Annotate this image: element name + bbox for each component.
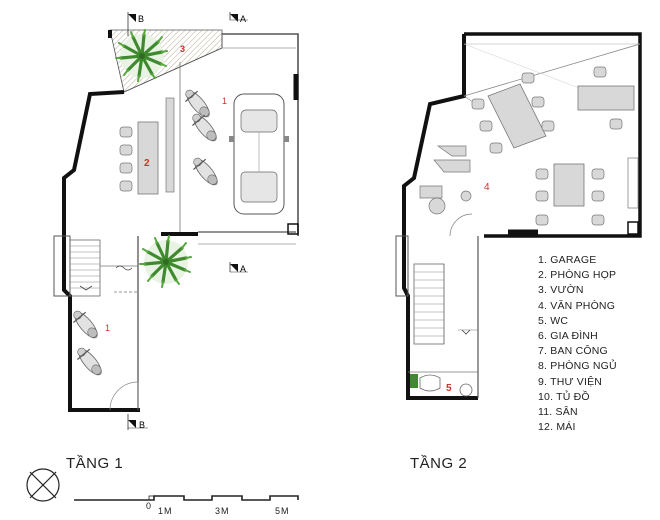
floor-2-title: TẦNG 2 <box>410 455 468 472</box>
floor-1-walls <box>62 90 125 236</box>
section-marker-b-top: B <box>127 12 144 36</box>
room-number-garden: 3 <box>180 44 185 54</box>
section-label: A <box>240 14 246 24</box>
legend-item: 6. GIA ĐÌNH <box>538 330 598 343</box>
legend-item: 7. BAN CÔNG <box>538 345 608 358</box>
scale-label-3m: 3M <box>215 506 230 516</box>
legend-item: 1. GARAGE <box>538 254 597 266</box>
legend-item: 8. PHÒNG NGỦ <box>538 360 617 373</box>
floor-1-plan: B A A B 3 1 2 1 <box>53 12 299 430</box>
office-table-2 <box>535 163 605 226</box>
section-label: A <box>240 264 246 274</box>
section-label: B <box>139 420 145 430</box>
legend-item: 5. WC <box>538 314 569 327</box>
legend-item: 2. PHÒNG HỌP <box>538 269 617 282</box>
floor-1-title: TẦNG 1 <box>66 455 124 472</box>
round-table <box>428 197 446 215</box>
room-number-lower-garage: 1 <box>105 323 110 333</box>
legend-item: 3. VƯỜN <box>538 284 584 297</box>
floor-2-plan: 4 5 <box>395 32 642 400</box>
legend-item: 11. SÂN <box>538 406 578 419</box>
north-compass-icon <box>26 468 60 502</box>
room-legend: 1. GARAGE 2. PHÒNG HỌP 3. VƯỜN 4. VĂN PH… <box>538 253 658 435</box>
floor-2-walls <box>402 34 478 400</box>
office-table-1 <box>471 72 555 154</box>
legend-item: 10. TỦ ĐỒ <box>538 390 590 403</box>
section-marker-a-mid: A <box>229 262 248 274</box>
room-number-meeting: 2 <box>144 158 150 169</box>
section-marker-b-bottom: B <box>127 414 148 430</box>
scale-label-0: 0 <box>146 501 153 511</box>
legend-item: 9. THƯ VIỆN <box>538 375 603 388</box>
room-number-garage: 1 <box>222 96 227 106</box>
wall-cabinet <box>165 97 175 193</box>
scale-label-1m: 1M <box>158 506 173 516</box>
meeting-table <box>119 121 159 195</box>
room-number-office: 4 <box>484 182 490 193</box>
legend-item: 4. VĂN PHÒNG <box>538 299 616 312</box>
stair-floor-2 <box>413 263 478 345</box>
room-number-wc: 5 <box>446 383 452 394</box>
sofa <box>436 145 467 157</box>
stair-floor-1 <box>69 239 133 297</box>
section-marker-a-top: A <box>229 12 248 24</box>
scale-bar <box>74 495 299 501</box>
car <box>229 93 289 215</box>
office-desk <box>577 85 635 111</box>
scale-label-5m: 5M <box>275 506 290 516</box>
legend-item: 12. MÁI <box>538 421 576 434</box>
tree-middle <box>138 234 193 289</box>
section-label: B <box>138 14 144 24</box>
wc-fixtures <box>408 371 478 397</box>
